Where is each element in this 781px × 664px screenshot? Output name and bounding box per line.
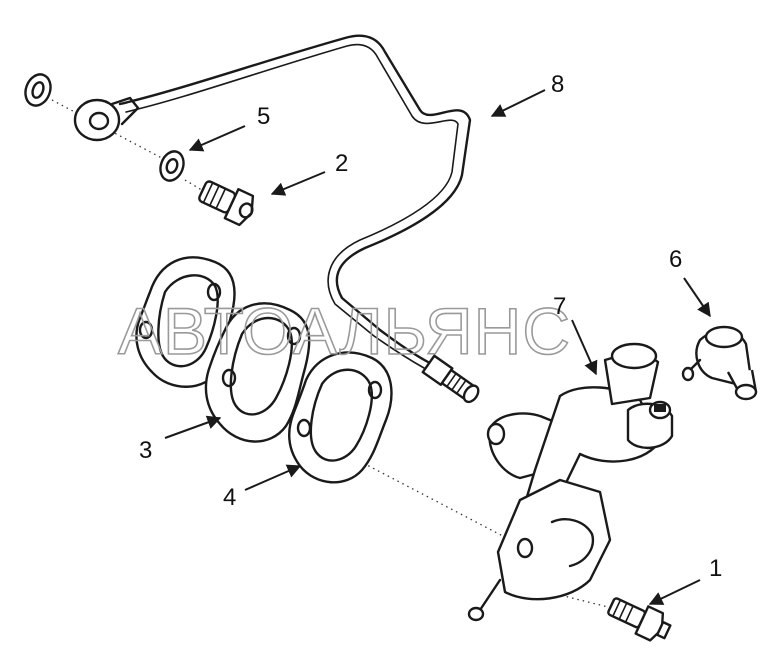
gasket-part-3 xyxy=(135,256,311,443)
washer-part-5 xyxy=(24,73,185,182)
fuel-pump-part-7 xyxy=(467,342,674,622)
callout-8: 8 xyxy=(551,71,564,98)
callout-1: 1 xyxy=(709,555,722,582)
callout-6: 6 xyxy=(669,246,682,273)
bolt-part-1 xyxy=(607,597,672,642)
callout-3: 3 xyxy=(139,437,152,464)
callout-labels: 1 2 3 4 5 6 7 8 xyxy=(139,71,722,582)
assembly-guide-lines xyxy=(51,99,621,611)
gasket-part-4 xyxy=(288,351,393,484)
banjo-bolt-part-2 xyxy=(198,180,255,227)
fuel-line-part-8 xyxy=(73,34,480,404)
callout-7: 7 xyxy=(553,293,566,320)
callout-5: 5 xyxy=(257,103,270,130)
watermark-text: АВТОАЛЬЯНС xyxy=(118,294,571,368)
callout-2: 2 xyxy=(335,150,348,177)
callout-4: 4 xyxy=(223,484,236,511)
elbow-fitting-part-6 xyxy=(681,325,758,401)
leader-arrows xyxy=(164,89,711,605)
